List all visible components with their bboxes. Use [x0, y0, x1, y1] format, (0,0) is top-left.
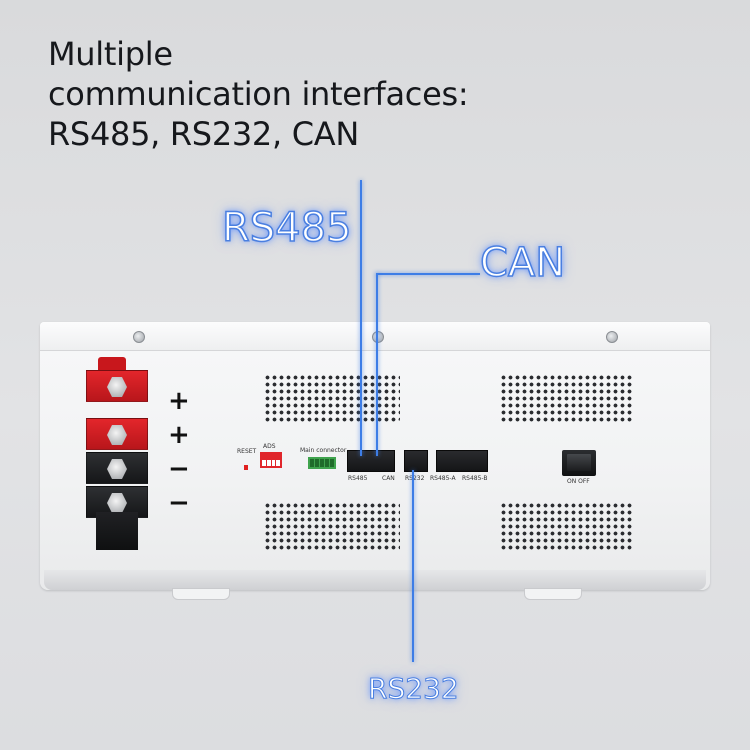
bolt-icon: [107, 425, 127, 445]
lid-screw: [372, 331, 384, 343]
negative-sign: −: [168, 488, 190, 518]
rs485-port-label: RS485: [348, 475, 368, 482]
rs485-can-port[interactable]: [347, 450, 395, 472]
headline: Multiple communication interfaces: RS485…: [48, 34, 648, 154]
can-leader-line: [376, 273, 378, 456]
unit-foot: [524, 588, 582, 600]
negative-sign: −: [168, 454, 190, 484]
unit-foot: [172, 588, 230, 600]
headline-line-2: communication interfaces:: [48, 75, 469, 113]
rs485b-port-label: RS485-B: [462, 475, 488, 482]
can-leader-line: [376, 273, 480, 275]
callout-rs232: RS232: [368, 672, 460, 706]
reset-label: RESET: [237, 448, 257, 455]
vent-grille: [500, 374, 634, 422]
callout-rs485: RS485: [221, 204, 352, 252]
vent-grille: [264, 374, 400, 422]
reset-button[interactable]: [244, 465, 248, 470]
bolt-icon: [107, 459, 127, 479]
rs485-leader-line: [360, 180, 362, 456]
terminal-cap: [98, 357, 126, 371]
positive-terminal: [86, 418, 148, 450]
vent-grille: [500, 502, 634, 552]
rs232-leader-line: [412, 470, 414, 662]
dip-switch[interactable]: [260, 452, 282, 468]
battery-unit: + + − − RESET ADS Main connector RS485 C…: [40, 322, 710, 600]
can-port-label: CAN: [382, 475, 395, 482]
negative-terminal: [86, 452, 148, 484]
headline-line-3: RS485, RS232, CAN: [48, 115, 360, 153]
callout-can: CAN: [479, 239, 566, 287]
terminal-base: [96, 512, 138, 550]
positive-terminal: [86, 370, 148, 402]
power-switch[interactable]: [562, 450, 596, 476]
vent-grille: [264, 502, 400, 552]
dip-switch-label: ADS: [263, 443, 276, 450]
positive-sign: +: [168, 386, 190, 416]
bolt-icon: [107, 377, 127, 397]
unit-base: [44, 570, 706, 590]
rs232-port-label: RS232: [405, 475, 425, 482]
main-connector-label: Main connector: [300, 447, 347, 454]
main-connector: [308, 457, 336, 469]
rs232-port[interactable]: [404, 450, 428, 472]
lid-screw: [606, 331, 618, 343]
positive-sign: +: [168, 420, 190, 450]
rs485a-port-label: RS485-A: [430, 475, 456, 482]
lid-screw: [133, 331, 145, 343]
rs485-ab-port[interactable]: [436, 450, 488, 472]
bolt-icon: [107, 493, 127, 513]
headline-line-1: Multiple: [48, 35, 173, 73]
power-switch-label: ON OFF: [567, 478, 590, 485]
